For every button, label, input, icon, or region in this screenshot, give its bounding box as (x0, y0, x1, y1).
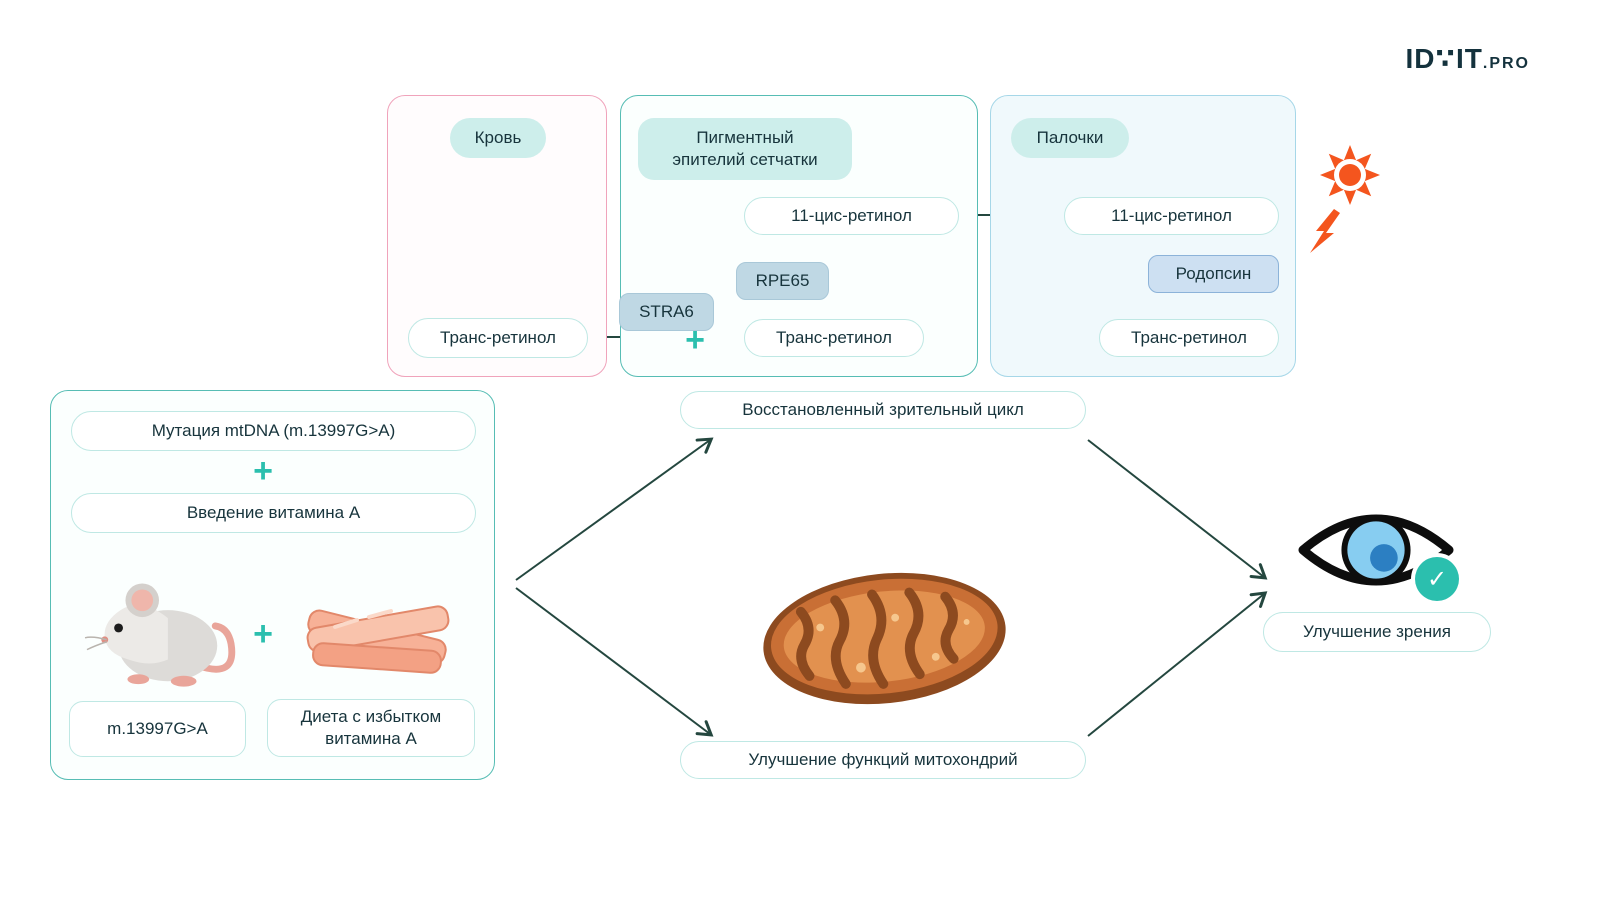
arrow-mito-to-eye (1087, 591, 1268, 737)
blood-compartment-box: Кровь Транс-ретинол (387, 95, 607, 377)
rhodopsin-pill: Родопсин (1148, 255, 1279, 293)
vitamin-injection-pill: Введение витамина А (71, 493, 476, 533)
rods-compartment-box: Палочки 11-цис-ретинол Родопсин Транс-ре… (990, 95, 1296, 377)
logo-suffix: .PRO (1482, 55, 1530, 72)
experiment-box: Мутация mtDNA (m.13997G>A) + Введение ви… (50, 390, 495, 780)
diet-illustration (306, 605, 450, 674)
stra6-plus-sign: + (685, 321, 705, 359)
eye-icon (1298, 514, 1454, 586)
logo-part1: ID (1405, 43, 1436, 74)
stra6-transporter-pill: STRA6 (619, 293, 714, 331)
logo-part2: IT (1455, 43, 1483, 74)
check-badge-icon: ✓ (1415, 557, 1459, 601)
arrow-visual-cycle-to-eye (1087, 439, 1268, 580)
blood-trans-retinol-pill: Транс-ретинол (408, 318, 588, 358)
mito-function-pill: Улучшение функций митохондрий (680, 741, 1086, 779)
experiment-plus-top: + (253, 452, 273, 490)
arrow-exp-to-visual-cycle (515, 437, 714, 581)
rods-trans-retinol-pill: Транс-ретинол (1099, 319, 1279, 357)
rods-title-pill: Палочки (1011, 118, 1129, 158)
rods-cis-retinol-pill: 11-цис-ретинол (1064, 197, 1279, 235)
rpe-compartment-box: Пигментный эпителий сетчатки 11-цис-рети… (619, 95, 978, 377)
lightning-icon (1310, 209, 1340, 253)
mouse-label-pill: m.13997G>A (69, 701, 246, 757)
blood-title-pill: Кровь (450, 118, 546, 158)
mutation-pill: Мутация mtDNA (m.13997G>A) (71, 411, 476, 451)
brand-logo: ID∵IT.PRO (1360, 42, 1530, 75)
rpe65-enzyme-pill: RPE65 (736, 262, 829, 300)
mouse-illustration (84, 583, 236, 687)
diet-label-pill: Диета с избытком витамина А (267, 699, 475, 757)
rpe-title-pill: Пигментный эпителий сетчатки (638, 118, 852, 180)
visual-cycle-pill: Восстановленный зрительный цикл (680, 391, 1086, 429)
experiment-plus-bottom: + (253, 615, 273, 653)
sun-light-icon (1310, 145, 1380, 253)
arrow-exp-to-mito (515, 587, 714, 737)
rpe-trans-retinol-pill: Транс-ретинол (744, 319, 924, 357)
vision-improvement-pill: Улучшение зрения (1263, 612, 1491, 652)
sun-core-icon (1339, 164, 1361, 186)
logo-dots: ∵ (1435, 43, 1456, 74)
mitochondria-illustration (763, 572, 1006, 705)
rpe-cis-retinol-pill: 11-цис-ретинол (744, 197, 959, 235)
